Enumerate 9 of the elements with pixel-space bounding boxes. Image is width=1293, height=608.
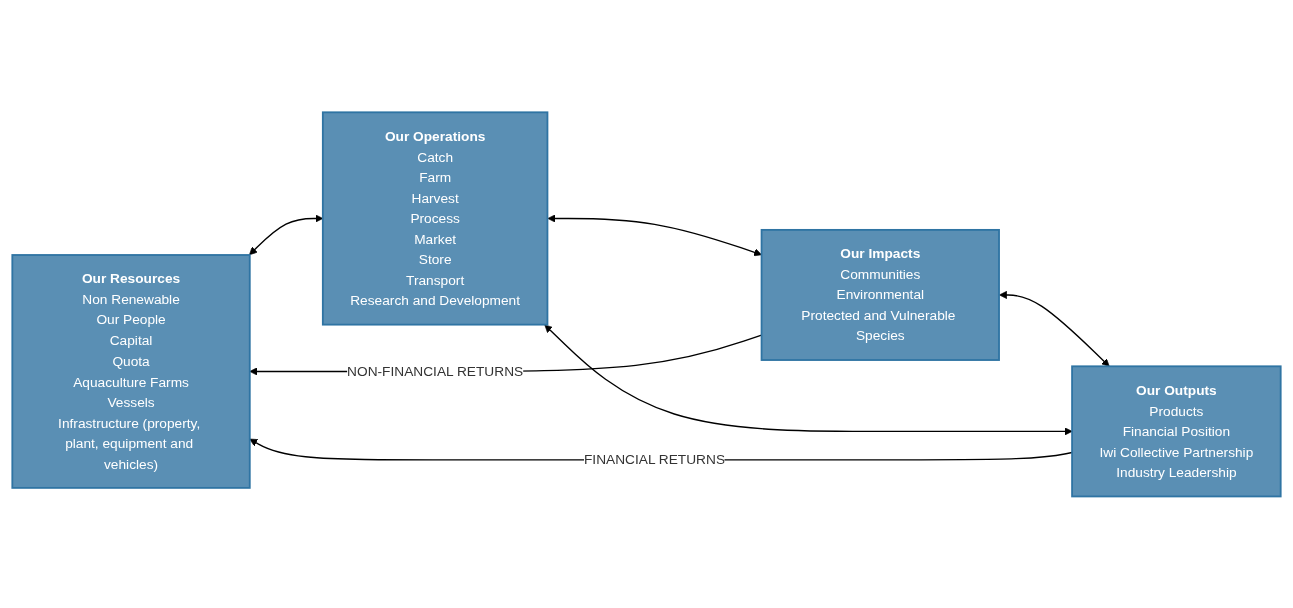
node-box: Our Outputs Products Financial Position Iwi Collective Partnership Industry Leadership [1071,365,1282,497]
node-box: Our Operations Catch Farm Harvest Process Market Store Transport Research and Development [321,111,549,326]
node-box: Our Impacts Communities Environmental Protected and Vulnerable Species [760,228,1000,361]
arrow [999,290,1110,367]
edge-label: FINANCIAL RETURNS [583,451,726,467]
arrow [547,214,762,256]
edge-label: NON-FINANCIAL RETURNS [347,362,524,379]
node-box: Our Resources Non Renewable Our People Capital Quota Aquaculture Farms Vessels Infrastructure (property, plant, equipment and vehicles) [11,253,251,489]
arrow [544,324,1073,435]
